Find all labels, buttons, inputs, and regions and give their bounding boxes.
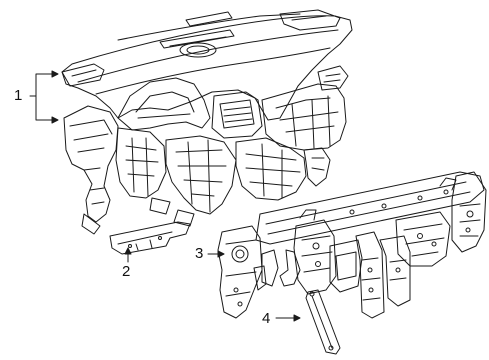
callout-2-leader [124, 247, 132, 263]
callout-2-label: 2 [122, 263, 131, 280]
callout-3-label: 3 [195, 245, 204, 262]
callout-4-label: 4 [262, 310, 271, 327]
callout-3-leader [207, 250, 225, 258]
instrument-panel [61, 9, 353, 235]
side-support-bracket [217, 225, 263, 319]
lower-bracket [109, 221, 191, 255]
cross-car-beam [253, 171, 487, 319]
callout-1-leader [29, 70, 59, 124]
callout-1-label: 1 [14, 87, 23, 104]
center-brace [305, 289, 341, 355]
callout-4-leader [275, 314, 301, 322]
